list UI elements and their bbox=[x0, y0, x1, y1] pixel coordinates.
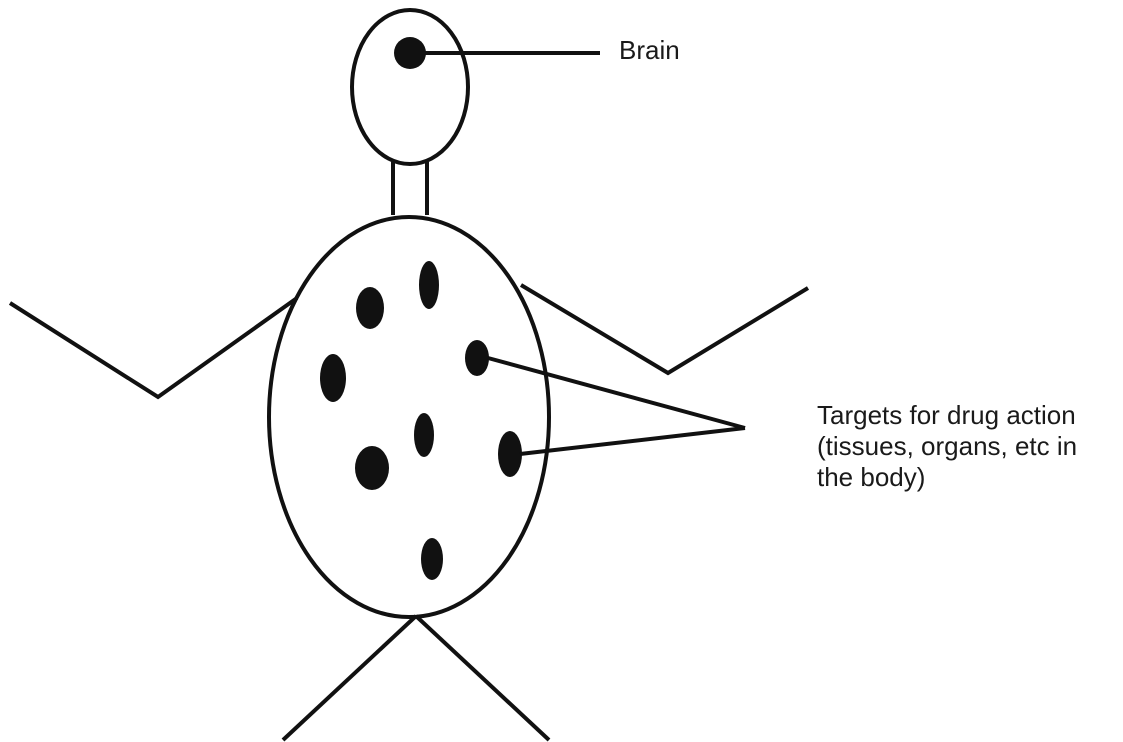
left-leg bbox=[283, 616, 416, 740]
targets-label: Targets for drug action (tissues, organs… bbox=[817, 400, 1077, 493]
targets-label-line-2: (tissues, organs, etc in bbox=[817, 431, 1077, 462]
target-leader-line-upper bbox=[488, 358, 745, 428]
target-spot bbox=[421, 538, 443, 580]
target-spot bbox=[356, 287, 384, 329]
brain-label: Brain bbox=[619, 35, 680, 66]
left-arm bbox=[10, 298, 297, 397]
body bbox=[269, 217, 549, 617]
target-spot bbox=[355, 446, 389, 490]
targets-label-line-1: Targets for drug action bbox=[817, 400, 1077, 431]
right-leg bbox=[416, 616, 549, 740]
head bbox=[352, 10, 468, 164]
target-spot bbox=[465, 340, 489, 376]
target-spot bbox=[498, 431, 522, 477]
target-spot bbox=[320, 354, 346, 402]
target-spot bbox=[419, 261, 439, 309]
target-spot bbox=[414, 413, 434, 457]
brain-dot bbox=[394, 37, 426, 69]
target-leader-line-lower bbox=[520, 428, 745, 454]
right-arm bbox=[521, 285, 808, 373]
targets-label-line-3: the body) bbox=[817, 462, 1077, 493]
